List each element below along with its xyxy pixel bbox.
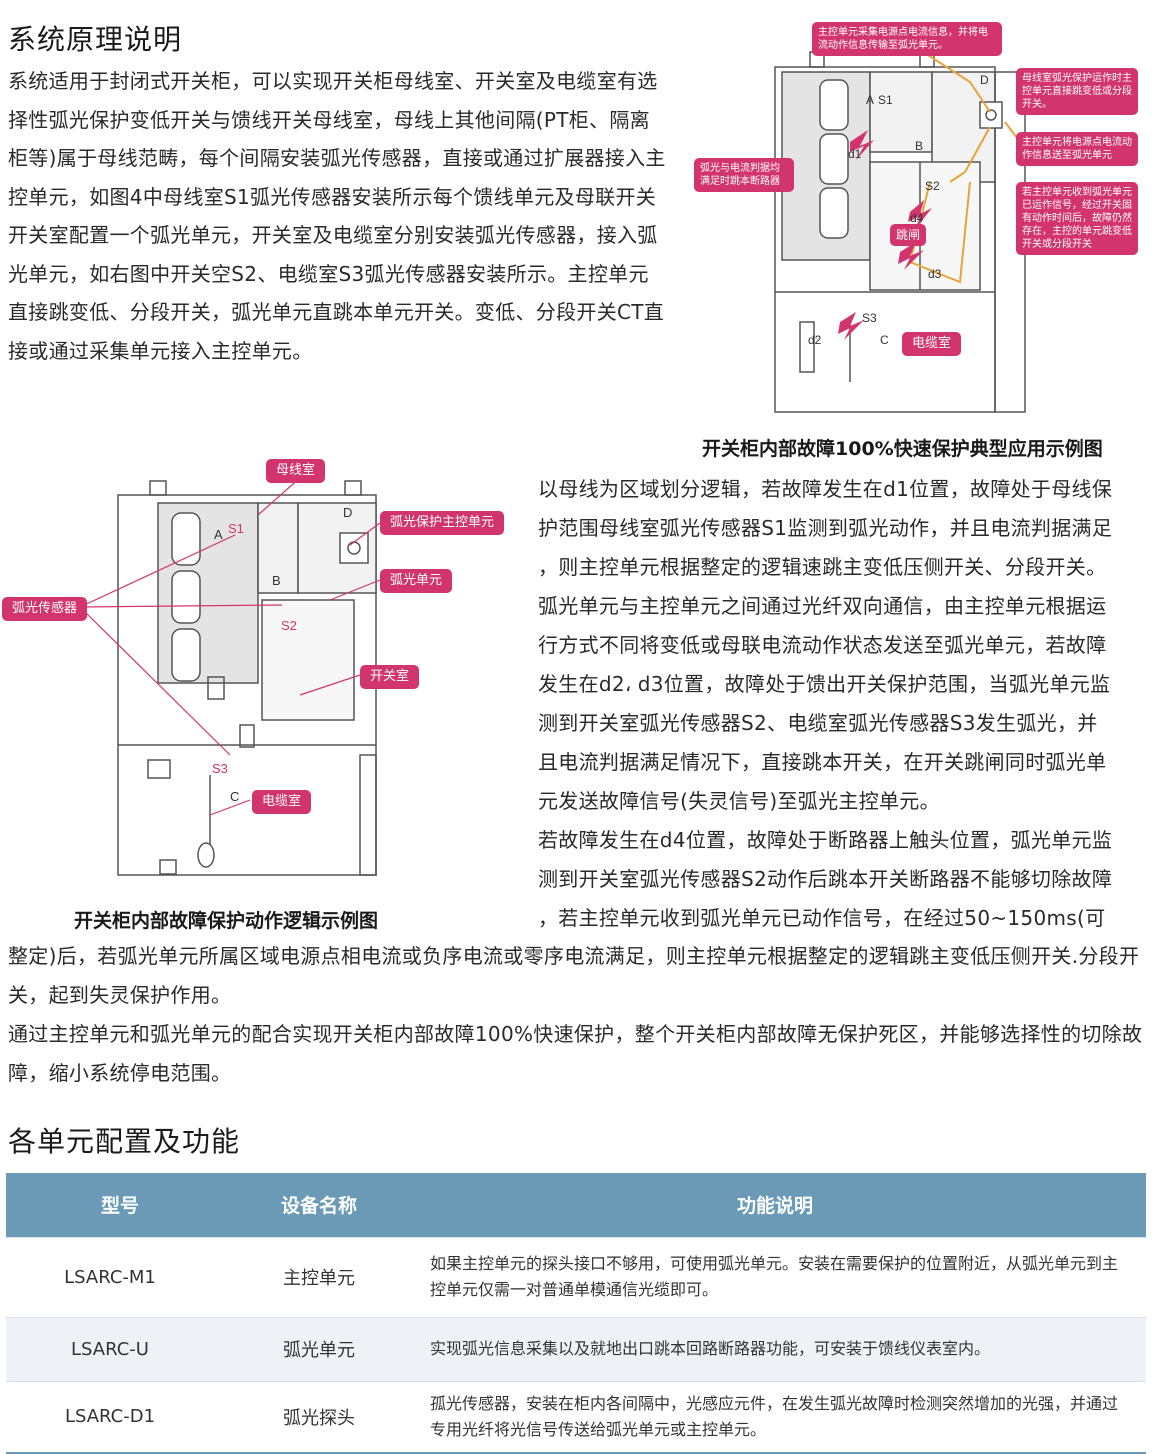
- left-label-D: D: [343, 505, 352, 520]
- left-label-C: C: [230, 789, 239, 804]
- figure-logic-example: A S1 B D S2 S3 C 母线室 弧光保护主控单元 弧光单元 弧光传感器…: [0, 455, 520, 895]
- cabinet-diagram-left: A S1 B D S2 S3 C: [79, 468, 381, 876]
- cabinet-diagram-right: A S1 d1 B D S2 d4 d3 S3 d2 C: [774, 49, 1026, 413]
- logic-line: 发生在d2، d3位置，故障处于馈出开关保护范围，当弧光单元监: [538, 672, 1111, 696]
- left-label-A: A: [214, 527, 223, 542]
- callout-trip: 跳闸: [890, 224, 927, 246]
- callout-failure-trip: 若主控单元收到弧光单元已运作信号，经过开关固有动作时间后，故障仍然存在，主控的单…: [1016, 182, 1138, 255]
- callout-switch-room: 开关室: [360, 665, 420, 689]
- label-d1: d1: [848, 147, 862, 161]
- callout-cable-room: 电缆室: [902, 332, 962, 356]
- header-model: 型号: [6, 1173, 234, 1237]
- header-name: 设备名称: [234, 1173, 404, 1237]
- label-B: B: [915, 139, 923, 153]
- left-label-B: B: [272, 573, 281, 588]
- label-S1: S1: [878, 93, 893, 107]
- logic-line: 护范围母线室弧光传感器S1监测到弧光动作，并且电流判据满足: [538, 516, 1113, 540]
- label-d2: d2: [808, 333, 822, 347]
- table-header-row: 型号 设备名称 功能说明: [6, 1173, 1146, 1237]
- summary-paragraph: 通过主控单元和弧光单元的配合实现开关柜内部故障100%快速保护，整个开关柜内部故…: [8, 1022, 1143, 1085]
- callout-arc-unit: 弧光单元: [380, 569, 453, 593]
- left-label-S3: S3: [212, 761, 228, 776]
- label-A: A: [866, 93, 874, 107]
- callout-arc-sensor: 弧光传感器: [2, 597, 88, 621]
- label-C: C: [880, 333, 889, 347]
- label-S3: S3: [862, 311, 877, 325]
- logic-line: 行方式不同将变低或母联电流动作状态发送至弧光单元，若故障: [538, 633, 1107, 657]
- caption-typical-application: 开关柜内部故障100%快速保护典型应用示例图: [702, 438, 1103, 460]
- cell-model: LSARC-U: [6, 1317, 234, 1381]
- section-title-principle: 系统原理说明: [8, 23, 183, 56]
- label-d3: d3: [928, 267, 942, 281]
- cell-function: 如果主控单元的探头接口不够用，可使用弧光单元。安装在需要保护的位置附近，从弧光单…: [404, 1237, 1146, 1317]
- logic-line: 以母线为区域划分逻辑，若故障发生在d1位置，故障处于母线保: [538, 477, 1113, 501]
- section-title-units: 各单元配置及功能: [8, 1125, 241, 1158]
- label-D: D: [980, 73, 989, 87]
- figure-typical-application: A S1 d1 B D S2 d4 d3 S3 d2 C 主控单元采集电源点电流…: [694, 22, 1140, 422]
- table-row: LSARC-U 弧光单元 实现弧光信息采集以及就地出口跳本回路断路器功能，可安装…: [6, 1317, 1146, 1381]
- intro-paragraph: 系统适用于封闭式开关柜，可以实现开关柜母线室、开关室及电缆室有选择性弧光保护变低…: [8, 69, 666, 363]
- left-label-S2: S2: [281, 618, 297, 633]
- caption-logic-example: 开关柜内部故障保护动作逻辑示例图: [74, 910, 379, 932]
- units-table: 型号 设备名称 功能说明 LSARC-M1 主控单元 如果主控单元的探头接口不够…: [6, 1173, 1146, 1454]
- logic-line: 弧光单元与主控单元之间通过光纤双向通信，由主控单元根据运: [538, 594, 1107, 618]
- callout-criteria: 弧光与电流判据均满足时跳本断路器: [694, 158, 794, 192]
- cell-model: LSARC-M1: [6, 1237, 234, 1317]
- logic-line: 元发送故障信号(失灵信号)至弧光主控单元。: [538, 789, 940, 813]
- label-d4: d4: [910, 211, 924, 225]
- cell-function: 实现弧光信息采集以及就地出口跳本回路断路器功能，可安装于馈线仪表室内。: [404, 1317, 1146, 1381]
- label-S2: S2: [925, 179, 940, 193]
- logic-paragraph: 以母线为区域划分逻辑，若故障发生在d1位置，故障处于母线保 护范围母线室弧光传感…: [538, 470, 1148, 938]
- cell-name: 弧光单元: [234, 1317, 404, 1381]
- logic-line: 且电流判据满足情况下，直接跳本开关，在开关跳闸同时弧光单: [538, 750, 1107, 774]
- left-label-S1: S1: [228, 521, 244, 536]
- callout-busbar-room: 母线室: [266, 459, 326, 483]
- cell-function: 孤光传感器，安装在柜内各间隔中，光感应元件，在发生弧光故障时检测突然增加的光强，…: [404, 1381, 1146, 1454]
- logic-line: 测到开关室弧光传感器S2、电缆室弧光传感器S3发生弧光，并: [538, 711, 1098, 735]
- table-row: LSARC-M1 主控单元 如果主控单元的探头接口不够用，可使用弧光单元。安装在…: [6, 1237, 1146, 1317]
- cell-name: 主控单元: [234, 1237, 404, 1317]
- callout-main-unit: 弧光保护主控单元: [380, 511, 505, 535]
- callout-top: 主控单元采集电源点电流信息，并将电流动作信息传输至弧光单元。: [812, 22, 1002, 56]
- cell-model: LSARC-D1: [6, 1381, 234, 1454]
- table-row: LSARC-D1 弧光探头 孤光传感器，安装在柜内各间隔中，光感应元件，在发生弧…: [6, 1381, 1146, 1454]
- logic-line: 若故障发生在d4位置，故障处于断路器上触头位置，弧光单元监: [538, 828, 1113, 852]
- callout-cable-room-left: 电缆室: [252, 790, 312, 814]
- continuation-paragraph: 整定)后，若弧光单元所属区域电源点相电流或负序电流或零序电流满足，则主控单元根据…: [8, 944, 1140, 1007]
- logic-line: ，若主控单元收到弧光单元已动作信号，在经过50~150ms(可: [538, 906, 1106, 930]
- logic-line: 测到开关室弧光传感器S2动作后跳本开关断路器不能够切除故障: [538, 867, 1113, 891]
- cell-name: 弧光探头: [234, 1381, 404, 1454]
- logic-line: ，则主控单元根据整定的逻辑速跳主变低压侧开关、分段开关。: [538, 555, 1107, 579]
- callout-bus-protection: 母线室弧光保护运作时主控单元直接跳变低或分段开关。: [1016, 68, 1138, 115]
- callout-current-info: 主控单元将电源点电流动作信息送至弧光单元: [1016, 132, 1138, 166]
- header-function: 功能说明: [404, 1173, 1146, 1237]
